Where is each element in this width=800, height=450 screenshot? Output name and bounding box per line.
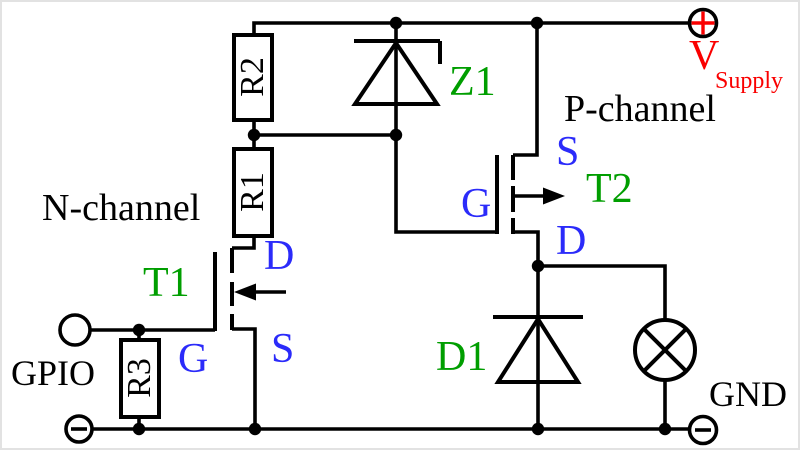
zener-z1: [351, 39, 442, 106]
t1-source-label: S: [271, 326, 295, 372]
t2-source-label: S: [556, 129, 580, 175]
t2-drain-label: D: [556, 218, 587, 264]
junction-dot: [132, 422, 146, 436]
lamp-circle: [633, 318, 697, 382]
t1-arrow-head: [234, 283, 256, 301]
junction-dot: [531, 259, 545, 273]
z1-triangle: [351, 39, 441, 106]
r2-label: R2: [234, 57, 271, 97]
junction-dot: [658, 422, 672, 436]
mosfet-t1: [213, 248, 286, 331]
diode-d1: [493, 315, 583, 384]
t1-label: T1: [143, 260, 190, 306]
mosfet-t2: [495, 155, 565, 234]
r3-label: R3: [121, 358, 158, 398]
resistors: [119, 33, 274, 419]
wire-top-rail: [252, 21, 690, 35]
terminals: [58, 7, 719, 446]
t2-label: T2: [586, 166, 633, 212]
vsupply-subscript: Supply: [715, 68, 784, 94]
junction-dot: [247, 128, 261, 142]
lamp-cross: [643, 328, 687, 372]
junction-dot: [132, 323, 146, 337]
n-channel-label: N-channel: [42, 187, 201, 229]
p-channel-label: P-channel: [564, 88, 716, 130]
lamp-icon: [633, 318, 697, 382]
wire-t2-source: [513, 23, 539, 157]
r1-label: R1: [234, 172, 271, 212]
gnd-label: GND: [709, 374, 787, 414]
junction-dot: [389, 16, 403, 30]
wire-drain-to-lamp: [538, 264, 667, 320]
resistor-r3: [119, 338, 161, 419]
d1-triangle: [494, 315, 582, 384]
z1-label: Z1: [449, 59, 496, 105]
wire-t1-source: [232, 327, 257, 429]
wire-t2-drain: [513, 230, 540, 266]
gpio-label: GPIO: [11, 353, 96, 393]
vsupply-label: V: [689, 33, 720, 79]
junction-dot: [531, 422, 545, 436]
t2-arrow-head: [543, 187, 565, 205]
resistor-r1: [232, 147, 274, 238]
wire-nodea-t2-gate: [394, 135, 495, 234]
t2-gate-label: G: [461, 181, 492, 227]
resistor-r2: [232, 33, 274, 122]
t1-drain-label: D: [264, 233, 295, 279]
wire-r1-t1-drain: [232, 236, 256, 250]
junction-dots: [132, 16, 672, 436]
junction-dot: [389, 128, 403, 142]
junction-dot: [248, 422, 262, 436]
junction-dot: [530, 16, 544, 30]
gpio-terminal-icon: [58, 313, 92, 347]
wires: [90, 21, 690, 431]
plus-cross-icon: [691, 11, 715, 35]
d1-label: D1: [436, 334, 488, 380]
t1-gate-label: G: [178, 336, 209, 382]
